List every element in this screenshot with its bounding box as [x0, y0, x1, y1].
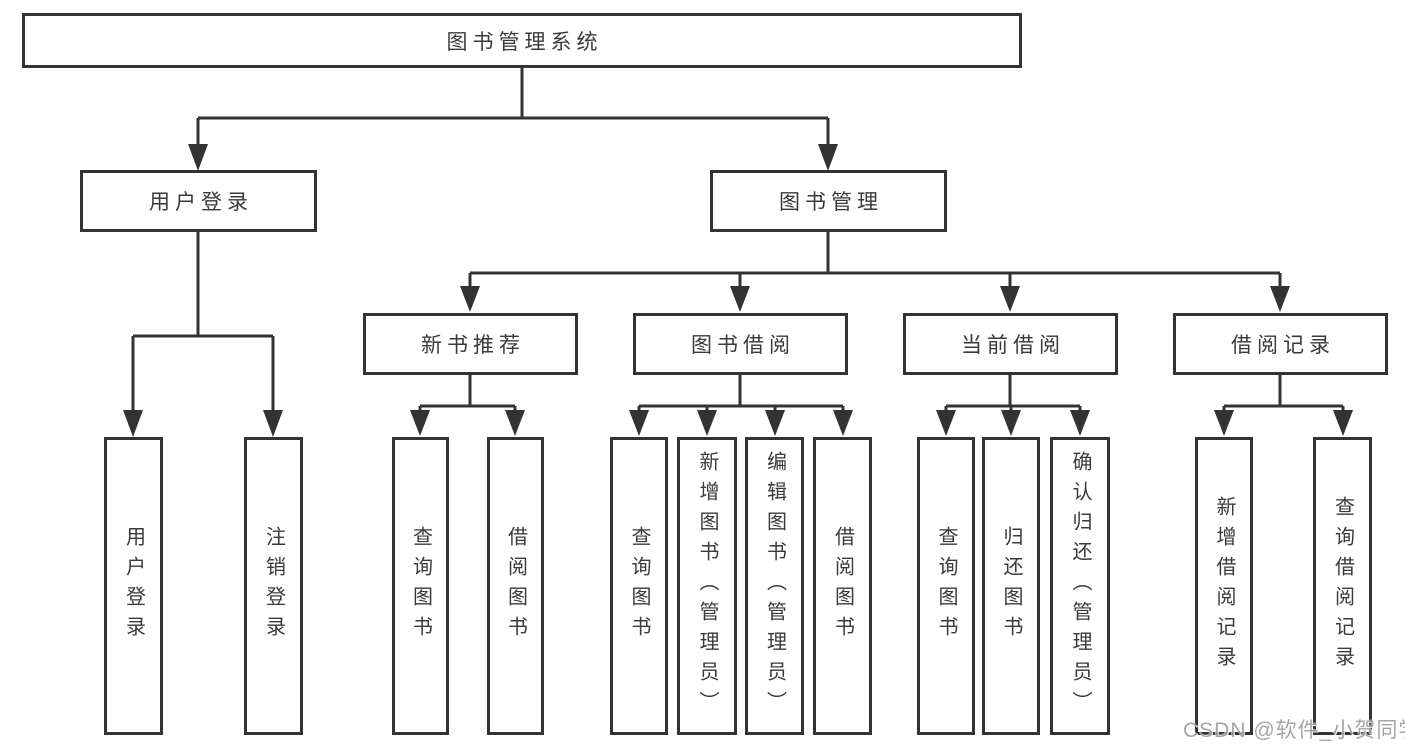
node-current-borrow: 当前借阅: [903, 313, 1118, 375]
leaf-cb-query-books: 查询图书: [917, 437, 975, 735]
node-new-book-recommend-label: 新书推荐: [421, 334, 525, 357]
connector-new-books-to-leaves: [410, 375, 525, 436]
connector-book-mgmt-to-level3: [460, 232, 1290, 312]
node-book-mgmt-label: 图书管理: [779, 191, 883, 214]
node-new-book-recommend: 新书推荐: [363, 313, 578, 375]
node-book-borrow-label: 图书借阅: [691, 334, 795, 357]
leaf-cb-query-books-label: 查询图书: [935, 526, 957, 646]
leaf-bb-add-books-admin-label: 新增图书（管理员）: [696, 451, 718, 721]
leaf-bb-add-books-admin: 新增图书（管理员）: [677, 437, 737, 735]
node-user-login: 用户登录: [80, 170, 317, 232]
node-book-mgmt: 图书管理: [710, 170, 947, 232]
leaf-br-query-record-label: 查询借阅记录: [1331, 496, 1354, 676]
node-user-login-label: 用户登录: [149, 191, 253, 214]
leaf-nb-query-books-label: 查询图书: [409, 526, 432, 646]
leaf-bb-edit-books-admin: 编辑图书（管理员）: [745, 437, 804, 735]
leaf-nb-borrow-books: 借阅图书: [487, 437, 544, 735]
leaf-nb-borrow-books-label: 借阅图书: [504, 526, 527, 646]
node-borrow-records: 借阅记录: [1173, 313, 1388, 375]
leaf-bb-query-books: 查询图书: [610, 437, 668, 735]
leaf-nb-query-books: 查询图书: [392, 437, 449, 735]
node-current-borrow-label: 当前借阅: [961, 334, 1065, 357]
leaf-user-login-label: 用户登录: [122, 526, 145, 646]
watermark-text: CSDN @软件_小贺同学: [1183, 719, 1405, 742]
connector-borrow-records-to-leaves: [1214, 375, 1353, 436]
leaf-cb-return-books: 归还图书: [982, 437, 1040, 735]
leaf-cb-confirm-return-admin: 确认归还（管理员）: [1050, 437, 1110, 735]
leaf-bb-query-books-label: 查询图书: [628, 526, 650, 646]
connector-user-login-to-leaves: [123, 232, 283, 437]
leaf-cb-return-books-label: 归还图书: [1000, 526, 1022, 646]
connector-book-borrow-to-leaves: [629, 375, 853, 436]
leaf-bb-borrow-books-label: 借阅图书: [831, 526, 854, 646]
leaf-bb-edit-books-admin-label: 编辑图书（管理员）: [763, 451, 786, 721]
connector-root-to-level2: [188, 67, 838, 171]
leaf-br-query-record: 查询借阅记录: [1313, 437, 1372, 735]
connector-current-borrow-to-leaves: [936, 375, 1090, 436]
node-root: 图书管理系统: [22, 13, 1022, 68]
leaf-br-add-record-label: 新增借阅记录: [1213, 496, 1235, 676]
leaf-bb-borrow-books: 借阅图书: [813, 437, 872, 735]
leaf-br-add-record: 新增借阅记录: [1195, 437, 1253, 735]
node-root-label: 图书管理系统: [446, 30, 603, 54]
node-book-borrow: 图书借阅: [633, 313, 848, 375]
leaf-cb-confirm-return-admin-label: 确认归还（管理员）: [1069, 451, 1091, 721]
leaf-logout: 注销登录: [244, 437, 303, 735]
leaf-user-login: 用户登录: [104, 437, 163, 735]
leaf-logout-label: 注销登录: [262, 526, 285, 646]
node-borrow-records-label: 借阅记录: [1231, 334, 1335, 357]
